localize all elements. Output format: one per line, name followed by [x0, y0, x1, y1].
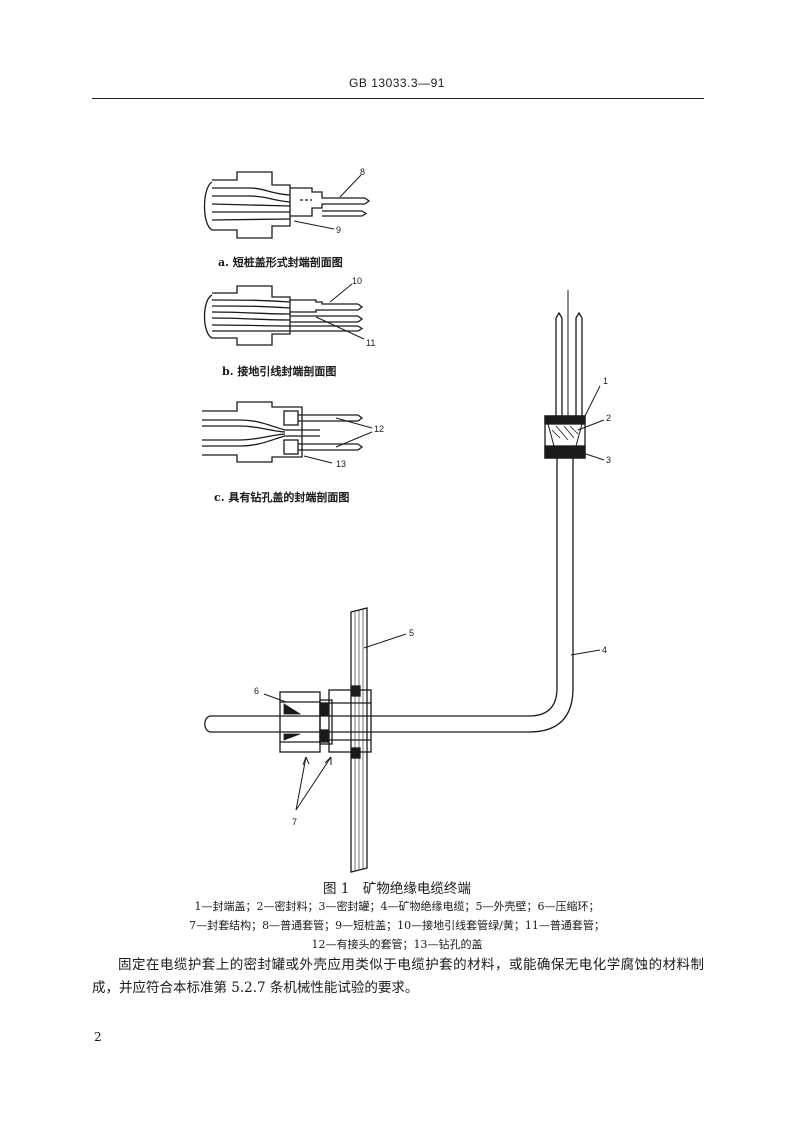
callout-4: 4 — [602, 645, 608, 655]
header-rule — [92, 98, 704, 99]
panel-c-drawing — [202, 401, 373, 464]
callout-8: 8 — [360, 167, 366, 177]
legend-line-3: 12—有接头的套管；13—钻孔的盖 — [311, 938, 483, 951]
callout-6: 6 — [254, 686, 260, 696]
callout-9: 9 — [336, 225, 342, 235]
callout-3: 3 — [606, 455, 612, 465]
callout-10: 10 — [352, 276, 363, 286]
figure-title: 图 1 矿物绝缘电缆终端 — [323, 881, 471, 897]
panel-a-drawing — [203, 171, 371, 239]
callout-2: 2 — [606, 413, 612, 423]
callout-7: 7 — [292, 817, 298, 827]
callout-5: 5 — [409, 628, 415, 638]
body-paragraph: 固定在电缆护套上的密封罐或外壳应用类似于电缆护套的材料，或能确保无电化学腐蚀的材… — [92, 957, 704, 996]
legend-line-1: 1—封端盖；2—密封料；3—密封罐；4—矿物绝缘电缆；5—外壳壁；6—压缩环； — [194, 900, 600, 913]
page-header: GB 13033.3—91 — [349, 76, 445, 90]
callout-11: 11 — [366, 338, 376, 348]
callout-1: 1 — [603, 376, 609, 386]
callout-13: 13 — [336, 459, 347, 469]
callout-12: 12 — [374, 424, 385, 434]
panel-a-caption: a. 短桩盖形式封端剖面图 — [218, 256, 343, 269]
panel-b-drawing — [203, 283, 365, 346]
legend-line-2: 7—封套结构；8—普通套管；9—短桩盖；10—接地引线套管绿/黄；11—普通套管… — [189, 919, 605, 932]
panel-c-caption: c. 具有钻孔盖的封端剖面图 — [214, 491, 350, 504]
panel-b-caption: b. 接地引线封端剖面图 — [222, 365, 337, 378]
main-termination-drawing — [204, 290, 605, 873]
page-number: 2 — [94, 1030, 102, 1044]
